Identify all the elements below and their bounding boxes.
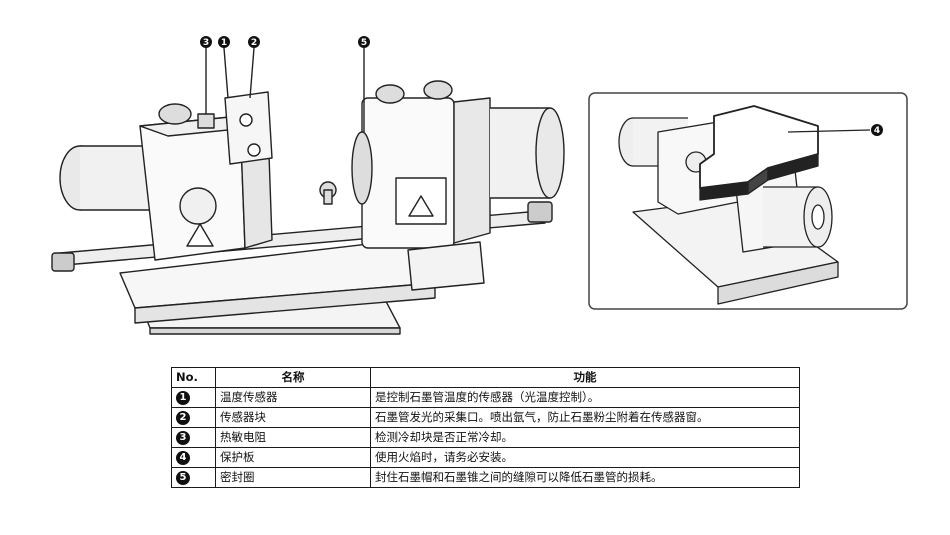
callout-1-label: 1 [221, 38, 227, 48]
row-number-cell: 2 [171, 407, 216, 428]
callout-5-marker [358, 36, 370, 48]
part-name-cell: 密封圈 [215, 467, 371, 488]
part-function-cell: 使用火焰时，请务必安装。 [370, 447, 800, 468]
callout-2-marker [248, 36, 260, 48]
part-function-cell: 石墨管发光的采集口。喷出氩气，防止石墨粉尘附着在传感器窗。 [370, 407, 800, 428]
table-row: 2 传感器块 石墨管发光的采集口。喷出氩气，防止石墨粉尘附着在传感器窗。 [171, 407, 800, 428]
table-row: 4 保护板 使用火焰时，请务必安装。 [171, 447, 800, 468]
callout-4-label: 4 [874, 126, 880, 136]
row-number-cell: 1 [171, 387, 216, 408]
row-number-badge: 3 [176, 430, 190, 445]
furnace-diagram: 3 1 2 5 [51, 36, 565, 335]
part-name-cell: 保护板 [215, 447, 371, 468]
header-no: No. [171, 367, 216, 388]
row-number-badge: 5 [176, 470, 190, 485]
part-function-cell: 检测冷却块是否正常冷却。 [370, 427, 800, 448]
protective-plate-inset: 4 [588, 92, 908, 310]
row-number-cell: 5 [171, 467, 216, 488]
part-function-cell: 是控制石墨管温度的传感器（光温度控制）。 [370, 387, 800, 408]
part-name-cell: 传感器块 [215, 407, 371, 428]
table-header-row: No. 名称 功能 [171, 367, 800, 388]
header-name: 名称 [215, 367, 371, 388]
table-row: 5 密封圈 封住石墨帽和石墨锥之间的缝隙可以降低石墨管的损耗。 [171, 467, 800, 488]
callout-1-marker [218, 36, 230, 48]
header-function: 功能 [370, 367, 800, 388]
part-name-cell: 温度传感器 [215, 387, 371, 408]
table-row: 1 温度传感器 是控制石墨管温度的传感器（光温度控制）。 [171, 387, 800, 408]
parts-table: No. 名称 功能 1 温度传感器 是控制石墨管温度的传感器（光温度控制）。 2… [171, 367, 800, 488]
row-number-cell: 3 [171, 427, 216, 448]
callout-5-label: 5 [361, 38, 367, 48]
part-name-cell: 热敏电阻 [215, 427, 371, 448]
row-number-badge: 2 [176, 410, 190, 425]
callout-3-marker [200, 36, 212, 48]
callout-3-label: 3 [203, 38, 209, 48]
callout-2-label: 2 [251, 38, 257, 48]
callout-4-marker [871, 124, 883, 136]
row-number-cell: 4 [171, 447, 216, 468]
part-function-cell: 封住石墨帽和石墨锥之间的缝隙可以降低石墨管的损耗。 [370, 467, 800, 488]
row-number-badge: 1 [176, 390, 190, 405]
row-number-badge: 4 [176, 450, 190, 465]
table-row: 3 热敏电阻 检测冷却块是否正常冷却。 [171, 427, 800, 448]
